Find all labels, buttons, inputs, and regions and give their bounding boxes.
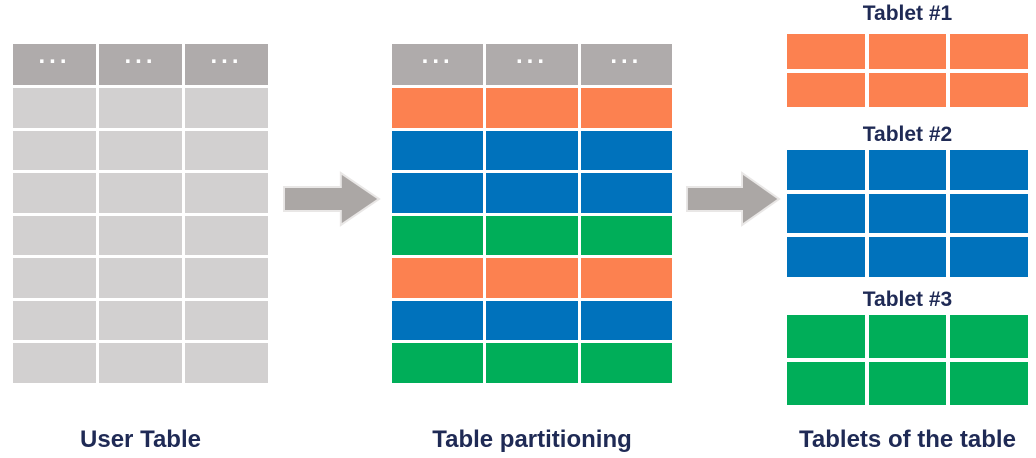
row-cell bbox=[99, 258, 182, 298]
row-cell bbox=[13, 258, 96, 298]
row-cell bbox=[950, 362, 1028, 405]
user-table: ......... bbox=[13, 41, 268, 383]
ellipsis-dots: ... bbox=[421, 41, 454, 69]
row-cell bbox=[950, 150, 1028, 190]
row-cell bbox=[185, 300, 268, 341]
row-cell bbox=[787, 315, 865, 358]
header-cell: ... bbox=[99, 41, 182, 85]
ellipsis-dots: ... bbox=[38, 41, 71, 69]
tablet-2-title: Tablet #2 bbox=[862, 123, 953, 146]
header-cell: ... bbox=[185, 41, 268, 85]
row-cell bbox=[787, 237, 865, 277]
user-table-label: User Table bbox=[80, 426, 201, 453]
row-cell bbox=[185, 258, 268, 298]
ellipsis-dots: ... bbox=[210, 41, 243, 69]
row-cell bbox=[185, 173, 268, 213]
row-cell bbox=[185, 343, 268, 383]
row-cell bbox=[13, 300, 96, 341]
row-cell bbox=[868, 315, 947, 358]
header-cell: ... bbox=[392, 41, 484, 85]
row-cell bbox=[580, 173, 672, 213]
row-cell bbox=[392, 173, 484, 213]
tablet-1-title: Tablet #1 bbox=[862, 2, 953, 25]
row-cell bbox=[868, 193, 947, 234]
row-cell bbox=[580, 343, 672, 383]
row-cell bbox=[13, 343, 96, 383]
row-cell bbox=[486, 258, 578, 298]
row-cell bbox=[392, 300, 484, 341]
row-cell bbox=[392, 258, 484, 298]
right-arrow-icon bbox=[283, 171, 381, 227]
ellipsis-dots: ... bbox=[610, 41, 643, 69]
row-cell bbox=[787, 34, 865, 69]
row-cell bbox=[580, 215, 672, 256]
row-cell bbox=[13, 215, 96, 256]
row-cell bbox=[787, 150, 865, 190]
row-cell bbox=[950, 315, 1028, 358]
row-cell bbox=[950, 193, 1028, 234]
row-cell bbox=[787, 72, 865, 107]
header-cell: ... bbox=[580, 41, 672, 85]
row-cell bbox=[99, 343, 182, 383]
ellipsis-dots: ... bbox=[515, 41, 548, 69]
ellipsis-dots: ... bbox=[124, 41, 157, 69]
row-cell bbox=[486, 173, 578, 213]
row-cell bbox=[486, 343, 578, 383]
row-cell bbox=[185, 215, 268, 256]
row-cell bbox=[868, 150, 947, 190]
row-cell bbox=[580, 88, 672, 128]
row-cell bbox=[950, 237, 1028, 277]
row-cell bbox=[392, 343, 484, 383]
row-cell bbox=[787, 362, 865, 405]
row-cell bbox=[580, 258, 672, 298]
row-cell bbox=[868, 72, 947, 107]
row-cell bbox=[13, 130, 96, 171]
row-cell bbox=[392, 88, 484, 128]
row-cell bbox=[392, 130, 484, 171]
tablet-3-title: Tablet #3 bbox=[862, 288, 953, 311]
partitioned-table: ......... bbox=[392, 41, 672, 383]
row-cell bbox=[950, 34, 1028, 69]
row-cell bbox=[13, 173, 96, 213]
header-cell: ... bbox=[486, 41, 578, 85]
row-cell bbox=[868, 34, 947, 69]
tablets-of-the-table-label: Tablets of the table bbox=[799, 426, 1016, 453]
row-cell bbox=[486, 215, 578, 256]
row-cell bbox=[99, 173, 182, 213]
row-cell bbox=[185, 88, 268, 128]
row-cell bbox=[185, 130, 268, 171]
row-cell bbox=[486, 88, 578, 128]
row-cell bbox=[392, 215, 484, 256]
row-cell bbox=[99, 300, 182, 341]
right-arrow-icon bbox=[686, 171, 781, 227]
row-cell bbox=[99, 130, 182, 171]
row-cell bbox=[580, 130, 672, 171]
tablet-1-table bbox=[787, 34, 1028, 107]
tablet-3-table bbox=[787, 315, 1028, 405]
row-cell bbox=[486, 130, 578, 171]
row-cell bbox=[868, 237, 947, 277]
row-cell bbox=[99, 88, 182, 128]
row-cell bbox=[486, 300, 578, 341]
tablet-2-table bbox=[787, 150, 1028, 277]
row-cell bbox=[13, 88, 96, 128]
table-partitioning-label: Table partitioning bbox=[432, 426, 632, 453]
row-cell bbox=[99, 215, 182, 256]
row-cell bbox=[950, 72, 1028, 107]
row-cell bbox=[580, 300, 672, 341]
row-cell bbox=[787, 193, 865, 234]
header-cell: ... bbox=[13, 41, 96, 85]
row-cell bbox=[868, 362, 947, 405]
